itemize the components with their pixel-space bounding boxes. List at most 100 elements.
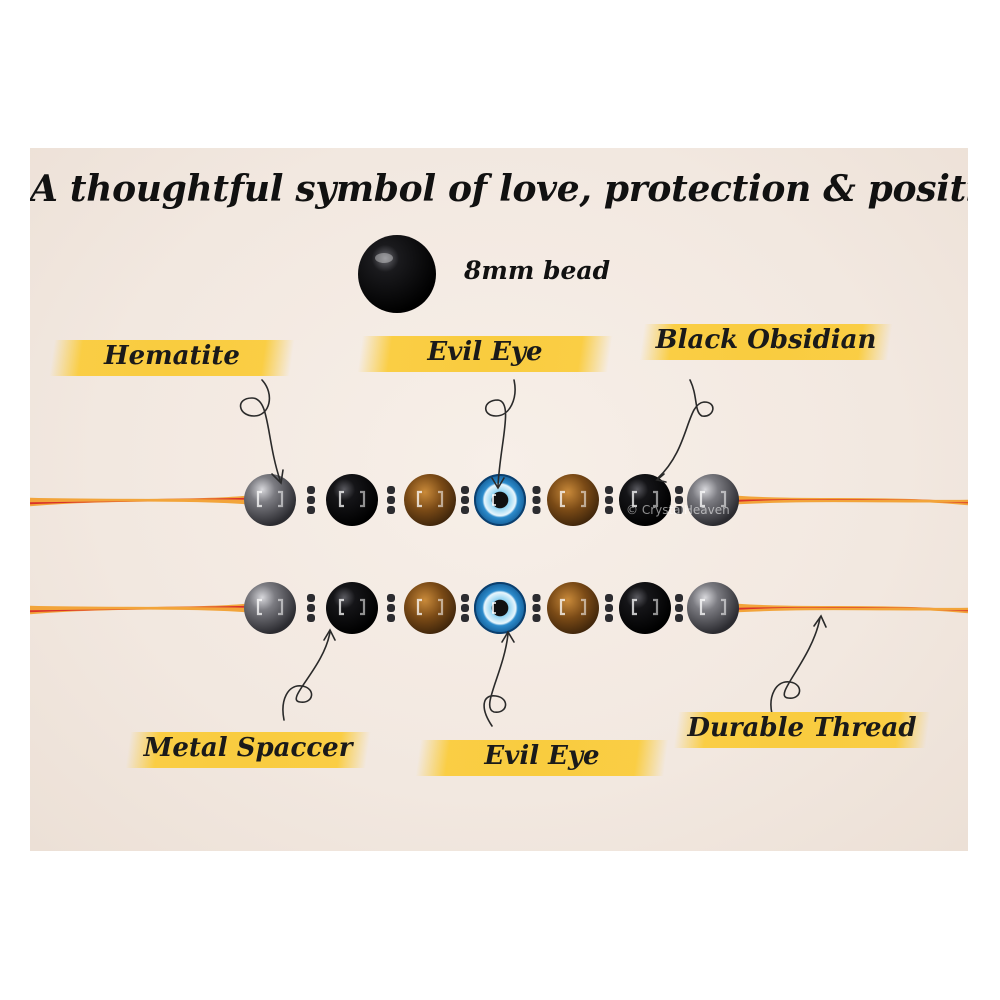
tiger-eye-bead — [547, 474, 599, 526]
bead-highlight — [559, 598, 565, 616]
metal-spacer — [675, 506, 683, 514]
metal-spacer — [387, 594, 395, 602]
metal-spacer — [307, 506, 315, 514]
bead-highlight — [438, 490, 444, 508]
metal-spacer — [605, 486, 613, 494]
bead-highlight — [721, 598, 727, 616]
bead-highlight — [631, 490, 637, 508]
evil-eye-bead — [474, 474, 526, 526]
durable-thread-arrow — [770, 617, 821, 715]
metal-spacer — [307, 496, 315, 504]
evil-eye-rim — [474, 474, 526, 526]
pointer-arrows — [239, 379, 827, 727]
bracelet-top — [30, 474, 968, 526]
metal-spacer — [532, 604, 541, 612]
bead-highlight — [581, 490, 587, 508]
obsidian-bead — [619, 582, 671, 634]
metal-spacer — [461, 614, 469, 622]
bead-highlight — [338, 490, 344, 508]
thread-right — [737, 607, 968, 613]
bead-highlight — [278, 490, 284, 508]
bead-highlight — [416, 490, 422, 508]
hematite-arrowhead — [271, 469, 284, 485]
black-obsidian-arrowhead — [655, 473, 667, 483]
bracelet-illustration — [30, 235, 968, 727]
product-infographic: A thoughtful symbol of love, protection … — [30, 148, 968, 851]
bead-highlight — [653, 490, 659, 508]
metal-spacer — [675, 486, 683, 494]
hematite-bead — [687, 582, 739, 634]
watermark: © CrystalHeaven — [626, 503, 730, 517]
evil-eye-top-arrowhead — [491, 477, 505, 490]
metal-spacer — [605, 496, 613, 504]
metal-spacer — [605, 506, 613, 514]
metal-spacer — [675, 604, 683, 612]
evil-eye-highlight — [492, 494, 496, 506]
bead-highlight — [631, 598, 637, 616]
metal-spacer-arrowhead — [323, 628, 336, 641]
black-obsidian-arrow — [657, 379, 714, 479]
metal-spacer — [307, 614, 315, 622]
metal-spacer — [387, 604, 395, 612]
obsidian-bead — [326, 582, 378, 634]
evil-eye-rim — [474, 582, 526, 634]
metal-spacer — [532, 506, 541, 514]
thread-left — [30, 605, 247, 613]
durable-thread-arrowhead — [813, 614, 827, 628]
hematite-bead — [244, 474, 296, 526]
tiger-eye-bead — [404, 474, 456, 526]
headline: A thoughtful symbol of love, protection … — [30, 168, 968, 210]
metal-spacer — [307, 486, 315, 494]
bead-highlight — [581, 598, 587, 616]
bead-highlight — [699, 490, 705, 508]
metal-spacer-arrow — [282, 631, 331, 721]
bead-highlight — [360, 490, 366, 508]
thread-left — [30, 497, 247, 505]
bead-highlight — [256, 598, 262, 616]
tiger-eye-bead — [547, 582, 599, 634]
metal-spacer — [605, 614, 613, 622]
sample-bead — [358, 235, 436, 313]
bead-highlight — [416, 598, 422, 616]
hematite-bead — [687, 474, 739, 526]
metal-spacer — [461, 604, 469, 612]
bead-highlight — [653, 598, 659, 616]
bead-highlight — [699, 598, 705, 616]
bead-highlight — [256, 490, 262, 508]
evil-eye-bottom-label: Evil Eye — [484, 741, 600, 771]
metal-spacer — [387, 506, 395, 514]
bead-highlight — [338, 598, 344, 616]
tiger-eye-bead — [404, 582, 456, 634]
metal-spacer — [532, 496, 541, 504]
metal-spacer — [461, 506, 469, 514]
evil-eye-highlight — [492, 602, 496, 614]
metal-spacer — [605, 594, 613, 602]
metal-spacer — [307, 594, 315, 602]
bead-highlight — [278, 598, 284, 616]
bead-highlight — [559, 490, 565, 508]
obsidian-bead — [619, 474, 671, 526]
bead-size-label: 8mm bead — [464, 256, 611, 285]
bead-highlight — [360, 598, 366, 616]
metal-spacer — [532, 594, 541, 602]
metal-spacer — [387, 496, 395, 504]
metal-spacer — [675, 614, 683, 622]
evil-eye-bead — [474, 582, 526, 634]
metal-spacer — [532, 486, 541, 494]
metal-spacer — [675, 496, 683, 504]
hematite-label: Hematite — [104, 341, 240, 371]
hematite-arrow — [239, 379, 281, 481]
durable-thread-label: Durable Thread — [687, 713, 917, 743]
evil-eye-bottom-arrowhead — [501, 630, 515, 643]
metal-spacer — [675, 594, 683, 602]
evil-eye-bottom-arrow — [483, 633, 509, 727]
evil-eye-top-label: Evil Eye — [427, 337, 543, 367]
metal-spacer — [605, 604, 613, 612]
metal-spacer-label: Metal Spaccer — [143, 733, 353, 763]
metal-spacer — [532, 614, 541, 622]
evil-eye-top-arrow — [484, 379, 516, 487]
bracelet-bottom — [30, 582, 968, 634]
metal-spacer — [307, 604, 315, 612]
thread-right — [737, 499, 968, 505]
metal-spacer — [387, 614, 395, 622]
